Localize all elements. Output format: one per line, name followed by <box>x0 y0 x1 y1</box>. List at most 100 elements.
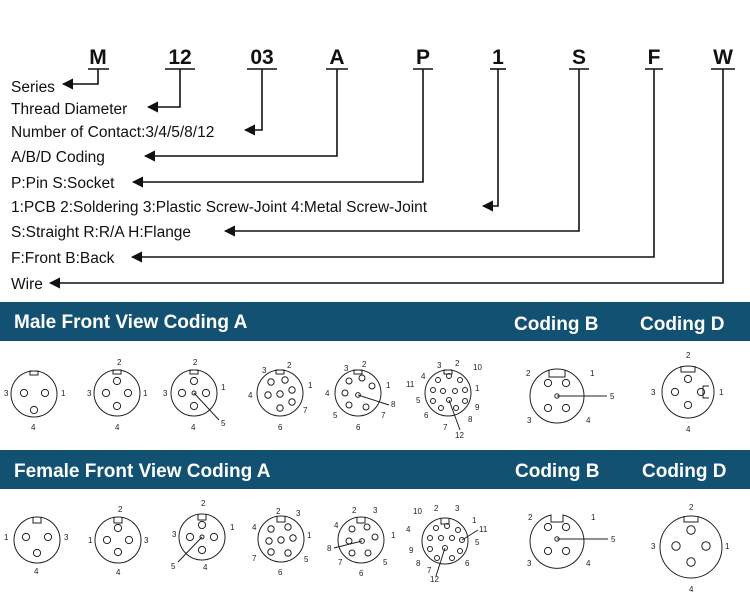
code-thread-diameter: 12 <box>168 46 191 69</box>
pin-number-label: 3 <box>87 389 92 398</box>
pin-number-label: 8 <box>391 400 396 409</box>
pin-number-label: 2 <box>201 499 206 508</box>
pin-number-label: 3 <box>527 559 532 568</box>
legend-orientation: S:Straight R:R/A H:Flange <box>11 224 191 241</box>
pin-number-label: 4 <box>31 423 36 432</box>
male-section-header: Male Front View Coding A Coding B Coding… <box>0 302 750 341</box>
pin-number-label: 5 <box>383 558 388 567</box>
legend-pin-socket: P:Pin S:Socket <box>11 175 115 192</box>
male-connector-faces: 3 1 4 2 3 1 4 2 3 <box>4 351 724 440</box>
female-face-3pin: 1 3 4 <box>4 516 69 576</box>
pin-number-label: 3 <box>163 389 168 398</box>
pin-number-label: 1 <box>221 383 226 392</box>
pin-number-label: 8 <box>416 559 421 568</box>
pin-number-label: 3 <box>144 536 149 545</box>
male-face-7pin: 3 2 4 1 7 6 <box>248 361 313 432</box>
pin-number-label: 4 <box>203 563 208 572</box>
pin-number-label: 5 <box>333 411 338 420</box>
pin-number-label: 10 <box>413 507 422 516</box>
legend-contacts: Number of Contact:3/4/5/8/12 <box>11 124 214 141</box>
pin-number-label: 6 <box>356 423 361 432</box>
male-face-8pin: 3 2 4 1 8 5 7 6 <box>325 360 396 432</box>
male-face-coding-b: 2 1 5 3 4 <box>526 368 615 425</box>
male-coding-d-title: Coding D <box>640 314 724 335</box>
pin-number-label: 1 <box>61 389 66 398</box>
pin-number-label: 3 <box>64 533 69 542</box>
code-wire: W <box>713 46 733 69</box>
pin-number-label: 1 <box>725 542 730 551</box>
female-face-coding-b: 2 1 5 3 4 <box>527 513 616 569</box>
pin-number-label: 5 <box>171 562 176 571</box>
pin-number-label: 3 <box>296 509 301 518</box>
pin-number-label: 5 <box>611 535 616 544</box>
pin-number-label: 5 <box>416 396 421 405</box>
pin-number-label: 2 <box>455 359 460 368</box>
pin-number-label: 2 <box>689 503 694 512</box>
pin-number-label: 4 <box>115 423 120 432</box>
pin-number-label: 6 <box>278 423 283 432</box>
code-coding: A <box>329 46 344 69</box>
legend-coding: A/B/D Coding <box>11 149 105 166</box>
male-face-5pin: 2 3 1 5 4 <box>163 358 226 432</box>
pin-number-label: 4 <box>116 568 121 577</box>
pin-number-label: 2 <box>686 351 691 360</box>
pin-number-label: 10 <box>473 363 482 372</box>
pin-number-label: 1 <box>475 384 480 393</box>
legend: Series Thread Diameter Number of Contact… <box>11 79 428 293</box>
pin-number-label: 2 <box>434 504 439 513</box>
male-face-3pin: 3 1 4 <box>4 370 66 432</box>
pin-number-label: 1 <box>4 533 9 542</box>
pin-number-label: 4 <box>686 425 691 434</box>
female-face-8pin: 2 3 1 4 8 7 5 6 <box>327 506 396 578</box>
legend-mounting: F:Front B:Back <box>11 250 115 267</box>
pin-number-label: 4 <box>252 523 257 532</box>
pin-number-label: 1 <box>230 523 235 532</box>
pin-number-label: 6 <box>359 569 364 578</box>
code-pin-socket: P <box>416 46 430 69</box>
pin-number-label: 9 <box>409 546 414 555</box>
pin-number-label: 7 <box>303 406 308 415</box>
pin-number-label: 1 <box>307 531 312 540</box>
pin-number-label: 4 <box>334 521 339 530</box>
pin-number-label: 2 <box>528 513 533 522</box>
pin-number-label: 3 <box>651 542 656 551</box>
pin-number-label: 8 <box>327 544 332 553</box>
pin-number-label: 3 <box>4 389 9 398</box>
pin-number-label: 1 <box>88 536 93 545</box>
pin-number-label: 1 <box>308 381 313 390</box>
pin-number-label: 6 <box>465 559 470 568</box>
pin-number-label: 4 <box>325 389 330 398</box>
female-face-coding-d: 2 1 3 4 <box>651 503 730 594</box>
male-coding-b-title: Coding B <box>514 314 598 335</box>
pin-number-label: 11 <box>479 525 488 534</box>
pin-number-label: 4 <box>421 372 426 381</box>
male-section-title: Male Front View Coding A <box>14 312 248 333</box>
male-face-coding-d: 2 3 1 4 <box>651 351 724 434</box>
pin-number-label: 3 <box>651 388 656 397</box>
pin-number-label: 7 <box>252 554 257 563</box>
pin-number-label: 3 <box>437 361 442 370</box>
pin-number-label: 7 <box>338 558 343 567</box>
pin-number-label: 3 <box>262 366 267 375</box>
legend-thread-diameter: Thread Diameter <box>11 101 127 118</box>
pin-number-label: 4 <box>689 585 694 594</box>
female-face-5pin: 2 1 3 5 4 <box>171 499 235 572</box>
code-series: M <box>89 46 107 69</box>
pin-number-label: 11 <box>406 380 415 389</box>
pin-number-label: 3 <box>172 530 177 539</box>
leader-lines <box>48 69 724 289</box>
pin-number-label: 2 <box>276 507 281 516</box>
pin-number-label: 5 <box>221 419 226 428</box>
pin-number-label: 7 <box>427 566 432 575</box>
pin-number-label: 3 <box>527 416 532 425</box>
pin-number-label: 1 <box>472 516 477 525</box>
male-face-4pin: 2 3 1 4 <box>87 358 148 432</box>
female-face-7pin: 2 3 1 4 7 5 6 <box>252 507 312 577</box>
female-face-4pin: 2 1 3 4 <box>88 505 149 577</box>
pin-number-label: 2 <box>287 361 292 370</box>
female-face-12pin: 10 2 3 1 11 4 9 5 8 7 6 12 <box>406 504 488 584</box>
pin-number-label: 5 <box>475 538 480 547</box>
pin-number-label: 6 <box>424 411 429 420</box>
male-face-12pin: 3 2 10 11 4 1 12 9 5 8 6 7 <box>406 359 482 440</box>
